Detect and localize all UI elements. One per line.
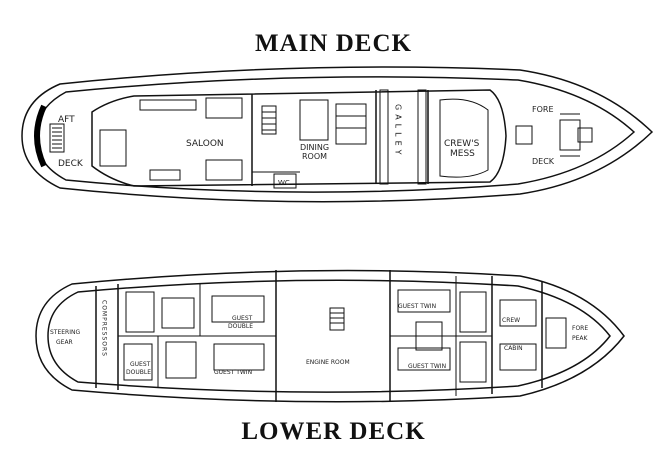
dining-label-1: DINING [300, 143, 329, 152]
engine-room-label: ENGINE ROOM [306, 359, 350, 366]
guest-double-top-label-2: DOUBLE [228, 323, 253, 330]
lower-deck-title: LOWER DECK [241, 418, 426, 445]
crew-label-1: CREW [502, 317, 520, 324]
lower-deck-inner-hull [47, 279, 611, 393]
wc-label: WC [278, 179, 290, 187]
compressors-label: COMPRESSORS [101, 300, 108, 357]
steering-label-1: STEERING [50, 329, 80, 336]
guest-twin-bottom-right-label: GUEST TWIN [408, 363, 446, 370]
fore-peak-label-1: FORE [572, 325, 588, 332]
fore-deck-winch [515, 113, 593, 157]
crews-label-1: CREW'S [444, 139, 480, 149]
engine-room-stair [329, 307, 345, 331]
crew-label-2: CABIN [504, 345, 523, 352]
aft-label: AFT [58, 115, 75, 125]
main-stairs [261, 105, 277, 135]
main-deck-title: MAIN DECK [255, 30, 412, 57]
aft-ladder [49, 123, 65, 153]
fore-deck-label: DECK [532, 157, 555, 166]
main-deck-hull-outline [21, 66, 654, 203]
lower-deck-hull-outline [35, 269, 625, 403]
guest-double-bottom-label-1: GUEST [130, 361, 151, 368]
saloon-furniture [99, 97, 243, 181]
main-deck-stern-fender [34, 104, 47, 168]
wc-room [273, 173, 297, 189]
guest-double-bottom-label-2: DOUBLE [126, 369, 151, 376]
guest-twin-left-label: GUEST TWIN [214, 369, 252, 376]
guest-double-top-label-1: GUEST [232, 315, 253, 322]
aft-cabins-walls [118, 284, 276, 388]
crews-mess-furniture [439, 98, 489, 178]
crews-label-2: MESS [450, 149, 475, 159]
guest-twin-top-right-label: GUEST TWIN [398, 303, 436, 310]
fore-peak-label-2: PEAK [572, 335, 589, 342]
main-deck-inner-bulwark [35, 76, 636, 193]
galley-label: GALLEY [394, 104, 403, 159]
galley-counters [379, 89, 427, 185]
fore-label: FORE [532, 105, 554, 114]
dining-label-2: ROOM [302, 152, 327, 161]
main-deckhouse-outline [91, 89, 507, 187]
aft-deck-label: DECK [58, 159, 84, 169]
dining-table [299, 99, 367, 145]
saloon-label: SALOON [186, 139, 224, 149]
steering-label-2: GEAR [56, 339, 73, 346]
fore-cabins-walls [390, 276, 567, 396]
